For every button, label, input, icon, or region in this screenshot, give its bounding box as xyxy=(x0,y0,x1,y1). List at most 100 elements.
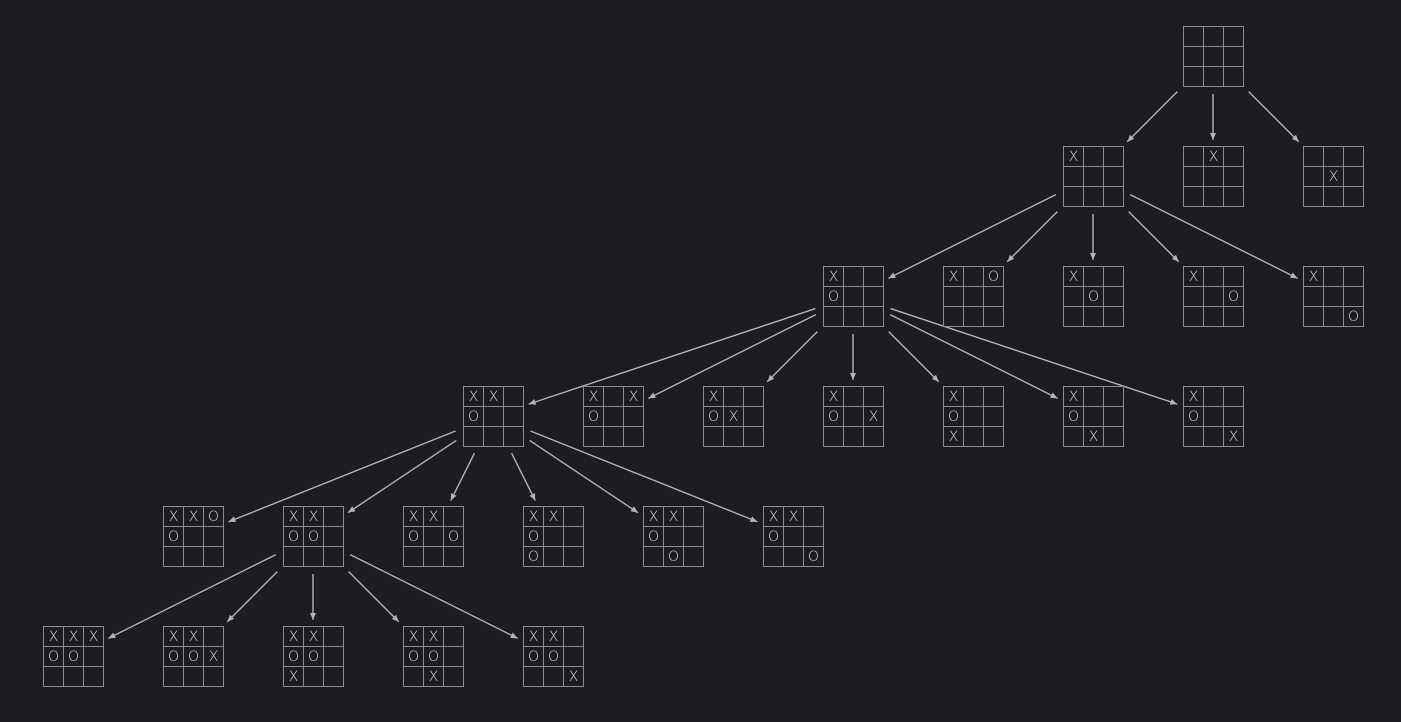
cell-mark-x: X xyxy=(89,629,99,645)
cell-mark-x: X xyxy=(309,629,319,645)
cell-mark-x: X xyxy=(589,389,599,405)
edge-l3-a-to-l4-b xyxy=(347,439,457,514)
edge-root-to-l1-c xyxy=(1248,91,1300,143)
cell-mark-o: O xyxy=(208,509,219,525)
cell-mark-x: X xyxy=(869,409,879,425)
cell-mark-o: O xyxy=(528,529,539,545)
cell-mark-x: X xyxy=(169,509,179,525)
board-frame xyxy=(283,506,344,567)
cell-mark-x: X xyxy=(1229,429,1239,445)
board-frame xyxy=(703,386,764,447)
cell-mark-x: X xyxy=(289,669,299,685)
cell-mark-x: X xyxy=(69,629,79,645)
cell-mark-x: X xyxy=(569,669,579,685)
board-frame xyxy=(403,506,464,567)
cell-mark-o: O xyxy=(808,549,819,565)
cell-mark-o: O xyxy=(308,529,319,545)
board-frame xyxy=(763,506,824,567)
cell-mark-x: X xyxy=(769,509,779,525)
board-l2-c: XO xyxy=(1063,266,1124,327)
edge-l1-a-to-l2-a xyxy=(888,193,1057,279)
cell-mark-x: X xyxy=(429,509,439,525)
edge-l4-b-to-l5-e xyxy=(349,553,518,639)
cell-mark-x: X xyxy=(829,269,839,285)
board-root xyxy=(1183,26,1244,87)
edge-l3-a-to-l4-f xyxy=(530,430,758,523)
cell-mark-x: X xyxy=(1209,149,1219,165)
board-frame xyxy=(163,506,224,567)
board-frame xyxy=(403,626,464,687)
board-l3-e: XOX xyxy=(943,386,1004,447)
cell-mark-o: O xyxy=(288,649,299,665)
edge-l2-a-to-l3-g xyxy=(890,307,1178,405)
cell-mark-o: O xyxy=(828,289,839,305)
board-frame xyxy=(463,386,524,447)
cell-mark-x: X xyxy=(429,629,439,645)
cell-mark-x: X xyxy=(289,509,299,525)
board-frame xyxy=(1063,266,1124,327)
cell-mark-x: X xyxy=(189,629,199,645)
cell-mark-x: X xyxy=(169,629,179,645)
cell-mark-o: O xyxy=(428,649,439,665)
board-l2-d: XO xyxy=(1183,266,1244,327)
cell-mark-x: X xyxy=(189,509,199,525)
board-frame xyxy=(1303,266,1364,327)
cell-mark-x: X xyxy=(829,389,839,405)
board-frame xyxy=(943,266,1004,327)
cell-mark-x: X xyxy=(1069,149,1079,165)
edge-l2-a-to-l3-c xyxy=(766,331,818,383)
cell-mark-o: O xyxy=(588,409,599,425)
edge-root-to-l1-a xyxy=(1126,91,1178,143)
cell-mark-o: O xyxy=(768,529,779,545)
board-frame xyxy=(583,386,644,447)
cell-mark-o: O xyxy=(648,529,659,545)
board-frame xyxy=(1183,146,1244,207)
cell-mark-x: X xyxy=(469,389,479,405)
edge-l3-a-to-l4-a xyxy=(228,430,456,523)
cell-mark-x: X xyxy=(1089,429,1099,445)
cell-mark-o: O xyxy=(708,409,719,425)
board-frame xyxy=(523,626,584,687)
board-l1-c: X xyxy=(1303,146,1364,207)
cell-mark-x: X xyxy=(209,649,219,665)
board-frame xyxy=(283,626,344,687)
cell-mark-x: X xyxy=(549,509,559,525)
board-frame xyxy=(1063,386,1124,447)
cell-mark-o: O xyxy=(1088,289,1099,305)
edge-l2-a-to-l3-e xyxy=(888,331,940,383)
cell-mark-o: O xyxy=(548,649,559,665)
board-frame xyxy=(43,626,104,687)
board-frame xyxy=(823,266,884,327)
edge-l1-a-to-l2-d xyxy=(1128,211,1180,263)
cell-mark-o: O xyxy=(408,649,419,665)
cell-mark-o: O xyxy=(448,529,459,545)
board-frame xyxy=(1183,26,1244,87)
edge-l2-a-to-l3-f xyxy=(889,313,1058,399)
board-frame xyxy=(1183,386,1244,447)
board-l2-e: XO xyxy=(1303,266,1364,327)
cell-mark-x: X xyxy=(789,509,799,525)
cell-mark-o: O xyxy=(988,269,999,285)
cell-mark-x: X xyxy=(549,629,559,645)
board-l3-g: XOX xyxy=(1183,386,1244,447)
cell-mark-x: X xyxy=(529,629,539,645)
cell-mark-x: X xyxy=(409,509,419,525)
cell-mark-o: O xyxy=(68,649,79,665)
board-frame xyxy=(1303,146,1364,207)
edge-l3-a-to-l4-c xyxy=(450,452,476,501)
edge-l1-a-to-l2-e xyxy=(1129,193,1298,279)
